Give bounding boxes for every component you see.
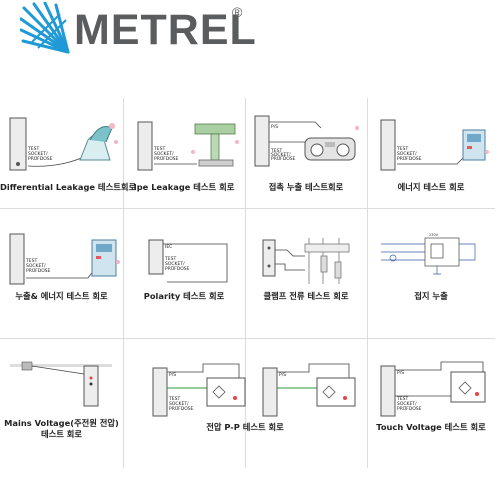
earth-leakage-diagram: 230V [381, 233, 476, 275]
tile-caption: Ipe Leakage 테스트 회로 [133, 182, 235, 192]
svg-text:PRÜFDOSE: PRÜFDOSE [28, 155, 53, 162]
svg-text:SOCKET/: SOCKET/ [169, 401, 189, 407]
tile-caption: 전압 P-P 테스트 회로 [206, 422, 284, 432]
tile-ipe-leakage[interactable]: TEST SOCKET/ PRÜFDOSE Ipe Leakage 테스트 회로 [123, 98, 245, 208]
svg-text:TEST: TEST [396, 396, 408, 402]
medical-device-icon [462, 129, 489, 161]
svg-text:TEST: TEST [164, 256, 176, 262]
tile-caption: Polarity 테스트 회로 [143, 291, 225, 301]
svg-text:SOCKET/: SOCKET/ [271, 152, 291, 158]
svg-text:PRÜFDOSE: PRÜFDOSE [271, 155, 296, 162]
tile-caption-line2: 테스트 회로 [40, 429, 83, 439]
differential-leakage-diagram: TEST SOCKET/ PRÜFDOSE [9, 117, 118, 171]
svg-text:PRÜFDOSE: PRÜFDOSE [169, 405, 194, 412]
tile-mains-voltage[interactable]: Mains Voltage(주전원 전압) 테스트 회로 [0, 338, 123, 468]
tile-caption: 누출& 에너지 테스트 회로 [15, 291, 108, 301]
tile-caption-line1: Mains Voltage(주전원 전압) [4, 418, 119, 428]
tile-caption: Differential Leakage 테스트회로 [0, 182, 137, 192]
svg-text:PRÜFDOSE: PRÜFDOSE [397, 155, 422, 162]
svg-text:SOCKET/: SOCKET/ [397, 401, 417, 407]
svg-text:SOCKET/: SOCKET/ [165, 261, 185, 267]
test-circuit-grid [0, 98, 495, 468]
voltage-pp-diagram: P/S TEST SOCKET/ PRÜFDOSE P/S [152, 363, 356, 417]
svg-text:PRÜFDOSE: PRÜFDOSE [26, 267, 51, 274]
svg-text:IEC: IEC [165, 244, 172, 250]
svg-text:P/S: P/S [279, 372, 286, 378]
clamp-meter-icon [304, 238, 350, 284]
drill-press-icon [191, 123, 239, 167]
tile-voltage-pp[interactable]: P/S TEST SOCKET/ PRÜFDOSE P/S 전압 P-P 테스트… [123, 338, 367, 468]
svg-text:TEST: TEST [153, 146, 165, 152]
svg-text:TEST: TEST [25, 258, 37, 264]
medical-device-icon [91, 239, 120, 277]
metrel-logo [19, 1, 250, 58]
svg-text:TEST: TEST [168, 396, 180, 402]
tile-leakage-energy[interactable]: TEST SOCKET/ PRÜFDOSE 누출& 에너지 테스트 회로 [0, 208, 123, 338]
tile-contact-leakage[interactable]: P/S TEST SOCKET/ PRÜFDOSE 접촉 누출 테스트회로 [245, 98, 367, 208]
socket-label: TEST [27, 146, 39, 152]
tile-caption: 접촉 누출 테스트회로 [268, 182, 344, 192]
svg-text:SOCKET/: SOCKET/ [154, 151, 174, 157]
leakage-energy-diagram: TEST SOCKET/ PRÜFDOSE [9, 233, 120, 285]
tile-polarity[interactable]: IEC TEST SOCKET/ PRÜFDOSE Polarity 테스트 회… [123, 208, 245, 338]
device-under-test-icon [450, 371, 486, 403]
device-under-test-icon [206, 377, 246, 407]
tile-differential-leakage[interactable]: TEST SOCKET/ PRÜFDOSE Differential Leaka… [0, 98, 137, 208]
svg-text:PRÜFDOSE: PRÜFDOSE [397, 405, 422, 412]
svg-text:SOCKET/: SOCKET/ [397, 151, 417, 157]
svg-text:P/S: P/S [397, 370, 404, 376]
svg-text:PRÜFDOSE: PRÜFDOSE [154, 155, 179, 162]
polarity-diagram: IEC TEST SOCKET/ PRÜFDOSE [148, 239, 228, 283]
svg-text:TEST: TEST [270, 148, 282, 154]
ipe-leakage-diagram: TEST SOCKET/ PRÜFDOSE [137, 121, 239, 171]
clamp-current-diagram [262, 238, 350, 284]
svg-text:P/S: P/S [169, 372, 176, 378]
svg-text:PRÜFDOSE: PRÜFDOSE [165, 265, 190, 272]
svg-text:SOCKET/: SOCKET/ [28, 151, 48, 157]
tile-caption: 에너지 테스트 회로 [397, 182, 465, 192]
tile-clamp-current[interactable]: 클램프 전류 테스트 회로 [245, 208, 367, 338]
metrel-sunburst-icon [19, 1, 70, 54]
tile-caption: Mains Voltage(주전원 전압) 테스트 회로 [0, 418, 123, 440]
tile-earth-leakage[interactable]: 230V 접지 누출 [367, 208, 495, 338]
mains-voltage-diagram [10, 361, 112, 407]
contact-leakage-diagram: P/S TEST SOCKET/ PRÜFDOSE [254, 115, 359, 167]
tile-touch-voltage[interactable]: P/S TEST SOCKET/ PRÜFDOSE Touch Voltage … [367, 338, 495, 468]
touch-voltage-diagram: P/S TEST SOCKET/ PRÜFDOSE [380, 361, 486, 417]
energy-diagram: TEST SOCKET/ PRÜFDOSE [380, 119, 489, 171]
svg-text:TEST: TEST [396, 146, 408, 152]
iron-appliance-icon [79, 123, 118, 161]
tile-energy[interactable]: TEST SOCKET/ PRÜFDOSE 에너지 테스트 회로 [367, 98, 495, 208]
tile-caption: Touch Voltage 테스트 회로 [376, 422, 486, 432]
svg-text:SOCKET/: SOCKET/ [26, 263, 46, 269]
tile-caption: 접지 누출 [414, 291, 448, 301]
registered-mark: ® [232, 4, 243, 20]
radio-cassette-icon [304, 126, 359, 161]
tile-caption: 클램프 전류 테스트 회로 [263, 291, 349, 301]
svg-text:230V: 230V [429, 233, 439, 237]
brand-name: METREL [74, 6, 257, 54]
svg-text:P/S: P/S [271, 124, 278, 130]
